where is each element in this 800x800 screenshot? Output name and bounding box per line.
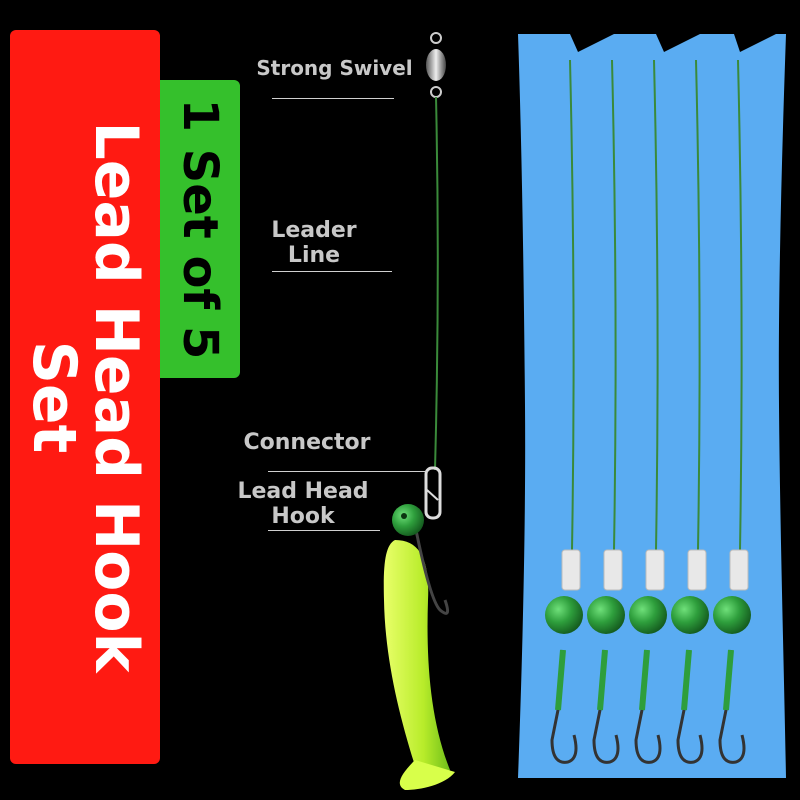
- underline-leader: [272, 271, 392, 272]
- quantity-badge: [160, 80, 240, 378]
- rig-item: [545, 59, 583, 764]
- underline-hook: [268, 530, 380, 531]
- blue-card-shape: [518, 34, 786, 778]
- connector-icon: [424, 466, 442, 520]
- swivel-icon: [426, 32, 446, 98]
- label-line: Line: [287, 243, 341, 268]
- hook-icon: [413, 524, 450, 615]
- leader-line: [434, 96, 439, 471]
- rig-item: [629, 59, 667, 764]
- rig-group: [545, 59, 751, 764]
- rig-item: [671, 59, 709, 764]
- label-hook: Hook: [271, 504, 335, 529]
- label-connector: Connector: [243, 430, 371, 455]
- soft-lure-icon: [383, 540, 450, 780]
- rig-item: [587, 59, 625, 764]
- rig-item: [713, 59, 751, 764]
- jig-head-icon: [392, 504, 424, 536]
- title-banner: [10, 30, 160, 764]
- rig-card: [518, 34, 786, 778]
- label-leader: Leader: [271, 218, 357, 243]
- underline-swivel: [272, 98, 394, 99]
- label-lead-head: Lead Head: [237, 479, 369, 504]
- label-strong-swivel: Strong Swivel: [256, 56, 413, 80]
- underline-connector: [268, 471, 428, 472]
